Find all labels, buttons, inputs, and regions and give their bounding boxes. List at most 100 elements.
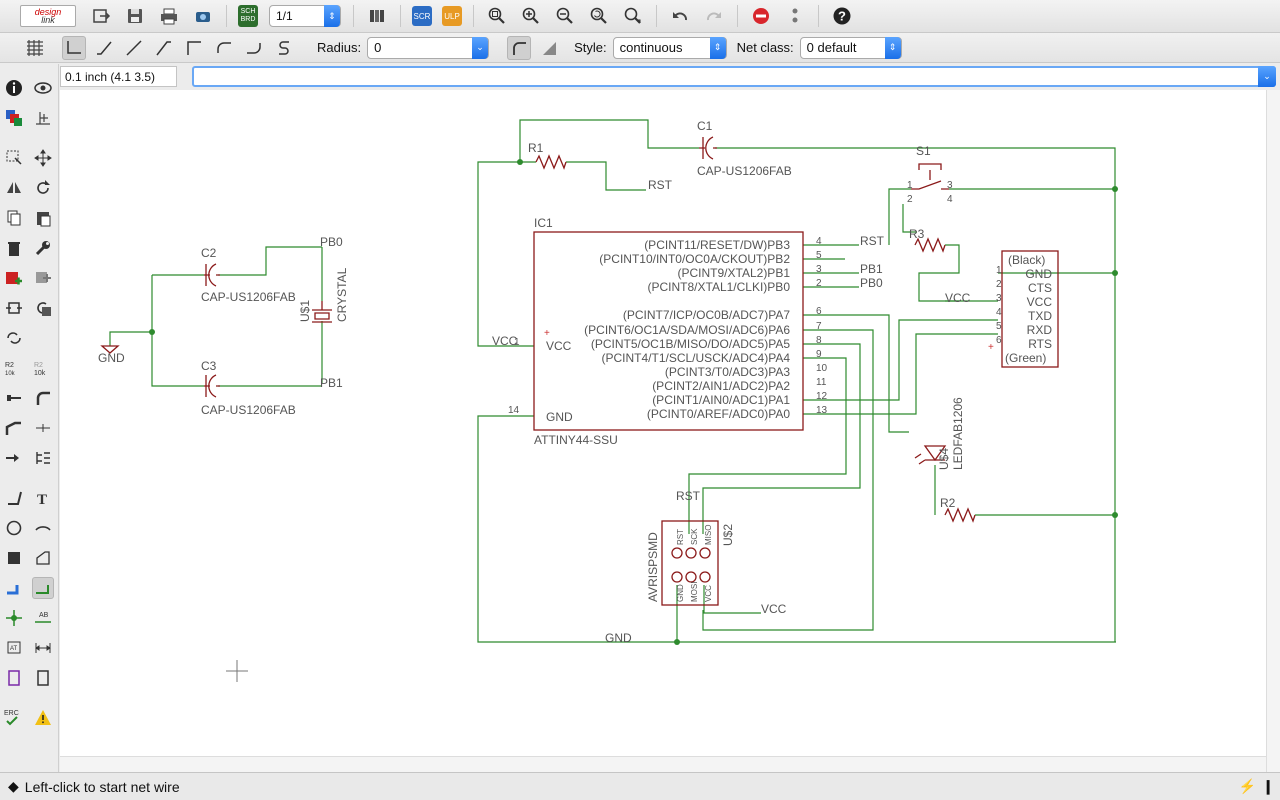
junction-icon[interactable]	[3, 607, 25, 629]
script-icon[interactable]: SCR	[412, 6, 432, 26]
polygon-icon[interactable]	[32, 547, 54, 569]
svg-text:AB: AB	[39, 612, 49, 619]
sheet-select[interactable]: 1/1 ⇕	[269, 5, 341, 27]
wrench-icon[interactable]	[32, 237, 54, 259]
chevron-down-icon[interactable]: ⌄	[472, 36, 489, 59]
ic-pin-number: 9	[816, 349, 822, 360]
net-icon[interactable]	[32, 577, 54, 599]
radius-label: Radius:	[317, 40, 362, 55]
add-part-icon[interactable]	[3, 267, 25, 289]
bend-style-5-icon[interactable]	[212, 36, 236, 60]
command-line-input[interactable]: ⌄	[192, 66, 1276, 87]
round-corner-icon[interactable]	[507, 35, 532, 60]
text-icon[interactable]: T	[32, 487, 54, 509]
delete-icon[interactable]	[3, 237, 25, 259]
chevron-down-icon[interactable]: ⌄	[1258, 66, 1276, 87]
sheet-stepper-icon[interactable]: ⇕	[324, 5, 340, 27]
bend-style-3-icon[interactable]	[152, 36, 176, 60]
arc-icon[interactable]	[32, 517, 54, 539]
cam-icon[interactable]	[191, 4, 215, 28]
mark-icon[interactable]	[32, 107, 54, 129]
warning-icon[interactable]	[32, 707, 54, 729]
zoom-fit-icon[interactable]	[485, 4, 509, 28]
save-icon[interactable]	[123, 4, 147, 28]
dimension-icon[interactable]	[32, 637, 54, 659]
layer-settings-icon[interactable]	[3, 107, 25, 129]
sch-brd-switch-icon[interactable]: SCH BRD	[238, 5, 258, 27]
zoom-area-icon[interactable]	[621, 4, 645, 28]
paste-icon[interactable]	[32, 207, 54, 229]
go-icon[interactable]	[783, 4, 807, 28]
ftdi-pin-label: RTS	[1028, 337, 1052, 351]
zoom-out-icon[interactable]	[553, 4, 577, 28]
ftdi-pin-number: 2	[996, 279, 1002, 290]
invoke-icon[interactable]	[3, 297, 25, 319]
optimize-icon[interactable]	[32, 417, 54, 439]
radius-select[interactable]: 0 ⌄	[367, 36, 490, 59]
undo-icon[interactable]	[668, 4, 692, 28]
ic-pin-number: 11	[816, 377, 827, 388]
stepper-icon[interactable]: ⇕	[884, 36, 901, 59]
bend-style-0-icon[interactable]	[62, 35, 86, 60]
replace-icon[interactable]	[32, 267, 54, 289]
bend-style-6-icon[interactable]	[242, 36, 266, 60]
circle-icon[interactable]	[3, 517, 25, 539]
change-icon[interactable]	[32, 297, 54, 319]
modules-icon[interactable]	[32, 667, 54, 689]
rectangle-icon[interactable]	[3, 547, 25, 569]
schematic-labels: C2 CAP-US1206FAB C3 CAP-US1206FAB PB0 PB…	[98, 119, 792, 447]
bend-style-1-icon[interactable]	[92, 36, 116, 60]
bend-style-2-icon[interactable]	[122, 36, 146, 60]
grid-coordinate-display: 0.1 inch (4.1 3.5)	[60, 66, 177, 87]
show-icon[interactable]	[32, 77, 54, 99]
zoom-in-icon[interactable]	[519, 4, 543, 28]
schematic-canvas[interactable]: C2 CAP-US1206FAB C3 CAP-US1206FAB PB0 PB…	[60, 90, 1266, 756]
r2-name: R2	[940, 496, 956, 510]
attribute-icon[interactable]: AT	[3, 637, 25, 659]
miter-icon[interactable]	[32, 387, 54, 409]
bend-style-7-icon[interactable]	[272, 36, 296, 60]
help-icon[interactable]: ?	[830, 4, 854, 28]
netclass-select[interactable]: 0 default ⇕	[799, 36, 902, 59]
ulp-icon[interactable]: ULP	[442, 6, 462, 26]
line-icon[interactable]	[3, 487, 25, 509]
frame-icon[interactable]	[3, 667, 25, 689]
design-link-logo[interactable]: design link	[20, 5, 76, 27]
ic-vcc-pin: VCC	[546, 339, 572, 353]
vertical-scrollbar[interactable]	[1266, 90, 1280, 772]
info-icon[interactable]	[3, 77, 25, 99]
redo-icon[interactable]	[702, 4, 726, 28]
stepper-icon[interactable]: ⇕	[709, 36, 726, 59]
swap-icon[interactable]	[32, 447, 54, 469]
bend-style-4-icon[interactable]	[182, 36, 206, 60]
open-icon[interactable]	[89, 4, 113, 28]
grid-icon[interactable]	[23, 36, 47, 60]
octagon-corner-icon[interactable]	[537, 36, 561, 60]
bus-icon[interactable]	[3, 577, 25, 599]
stop-icon[interactable]	[749, 4, 773, 28]
ic-pin-number: 5	[816, 250, 822, 261]
rotate-icon[interactable]	[32, 177, 54, 199]
style-select[interactable]: continuous ⇕	[612, 36, 727, 59]
move-icon[interactable]	[32, 147, 54, 169]
erc-icon[interactable]: ERC	[3, 707, 25, 729]
s1-pin2: 2	[907, 194, 913, 205]
horizontal-scrollbar[interactable]	[60, 756, 1266, 772]
lightning-icon[interactable]: ⚡	[1238, 778, 1256, 794]
select-icon[interactable]	[3, 147, 25, 169]
label-icon[interactable]: AB	[32, 607, 54, 629]
smash-icon[interactable]	[3, 387, 25, 409]
svg-text:T: T	[37, 492, 47, 507]
library-icon[interactable]	[365, 4, 389, 28]
split-icon[interactable]	[3, 417, 25, 439]
stop-status-icon[interactable]: ❙	[1262, 778, 1274, 794]
zoom-redraw-icon[interactable]	[587, 4, 611, 28]
gateswap-icon[interactable]	[3, 327, 25, 349]
pinswap-icon[interactable]	[3, 447, 25, 469]
copy-icon[interactable]	[3, 207, 25, 229]
print-icon[interactable]	[157, 4, 181, 28]
mirror-icon[interactable]	[3, 177, 25, 199]
